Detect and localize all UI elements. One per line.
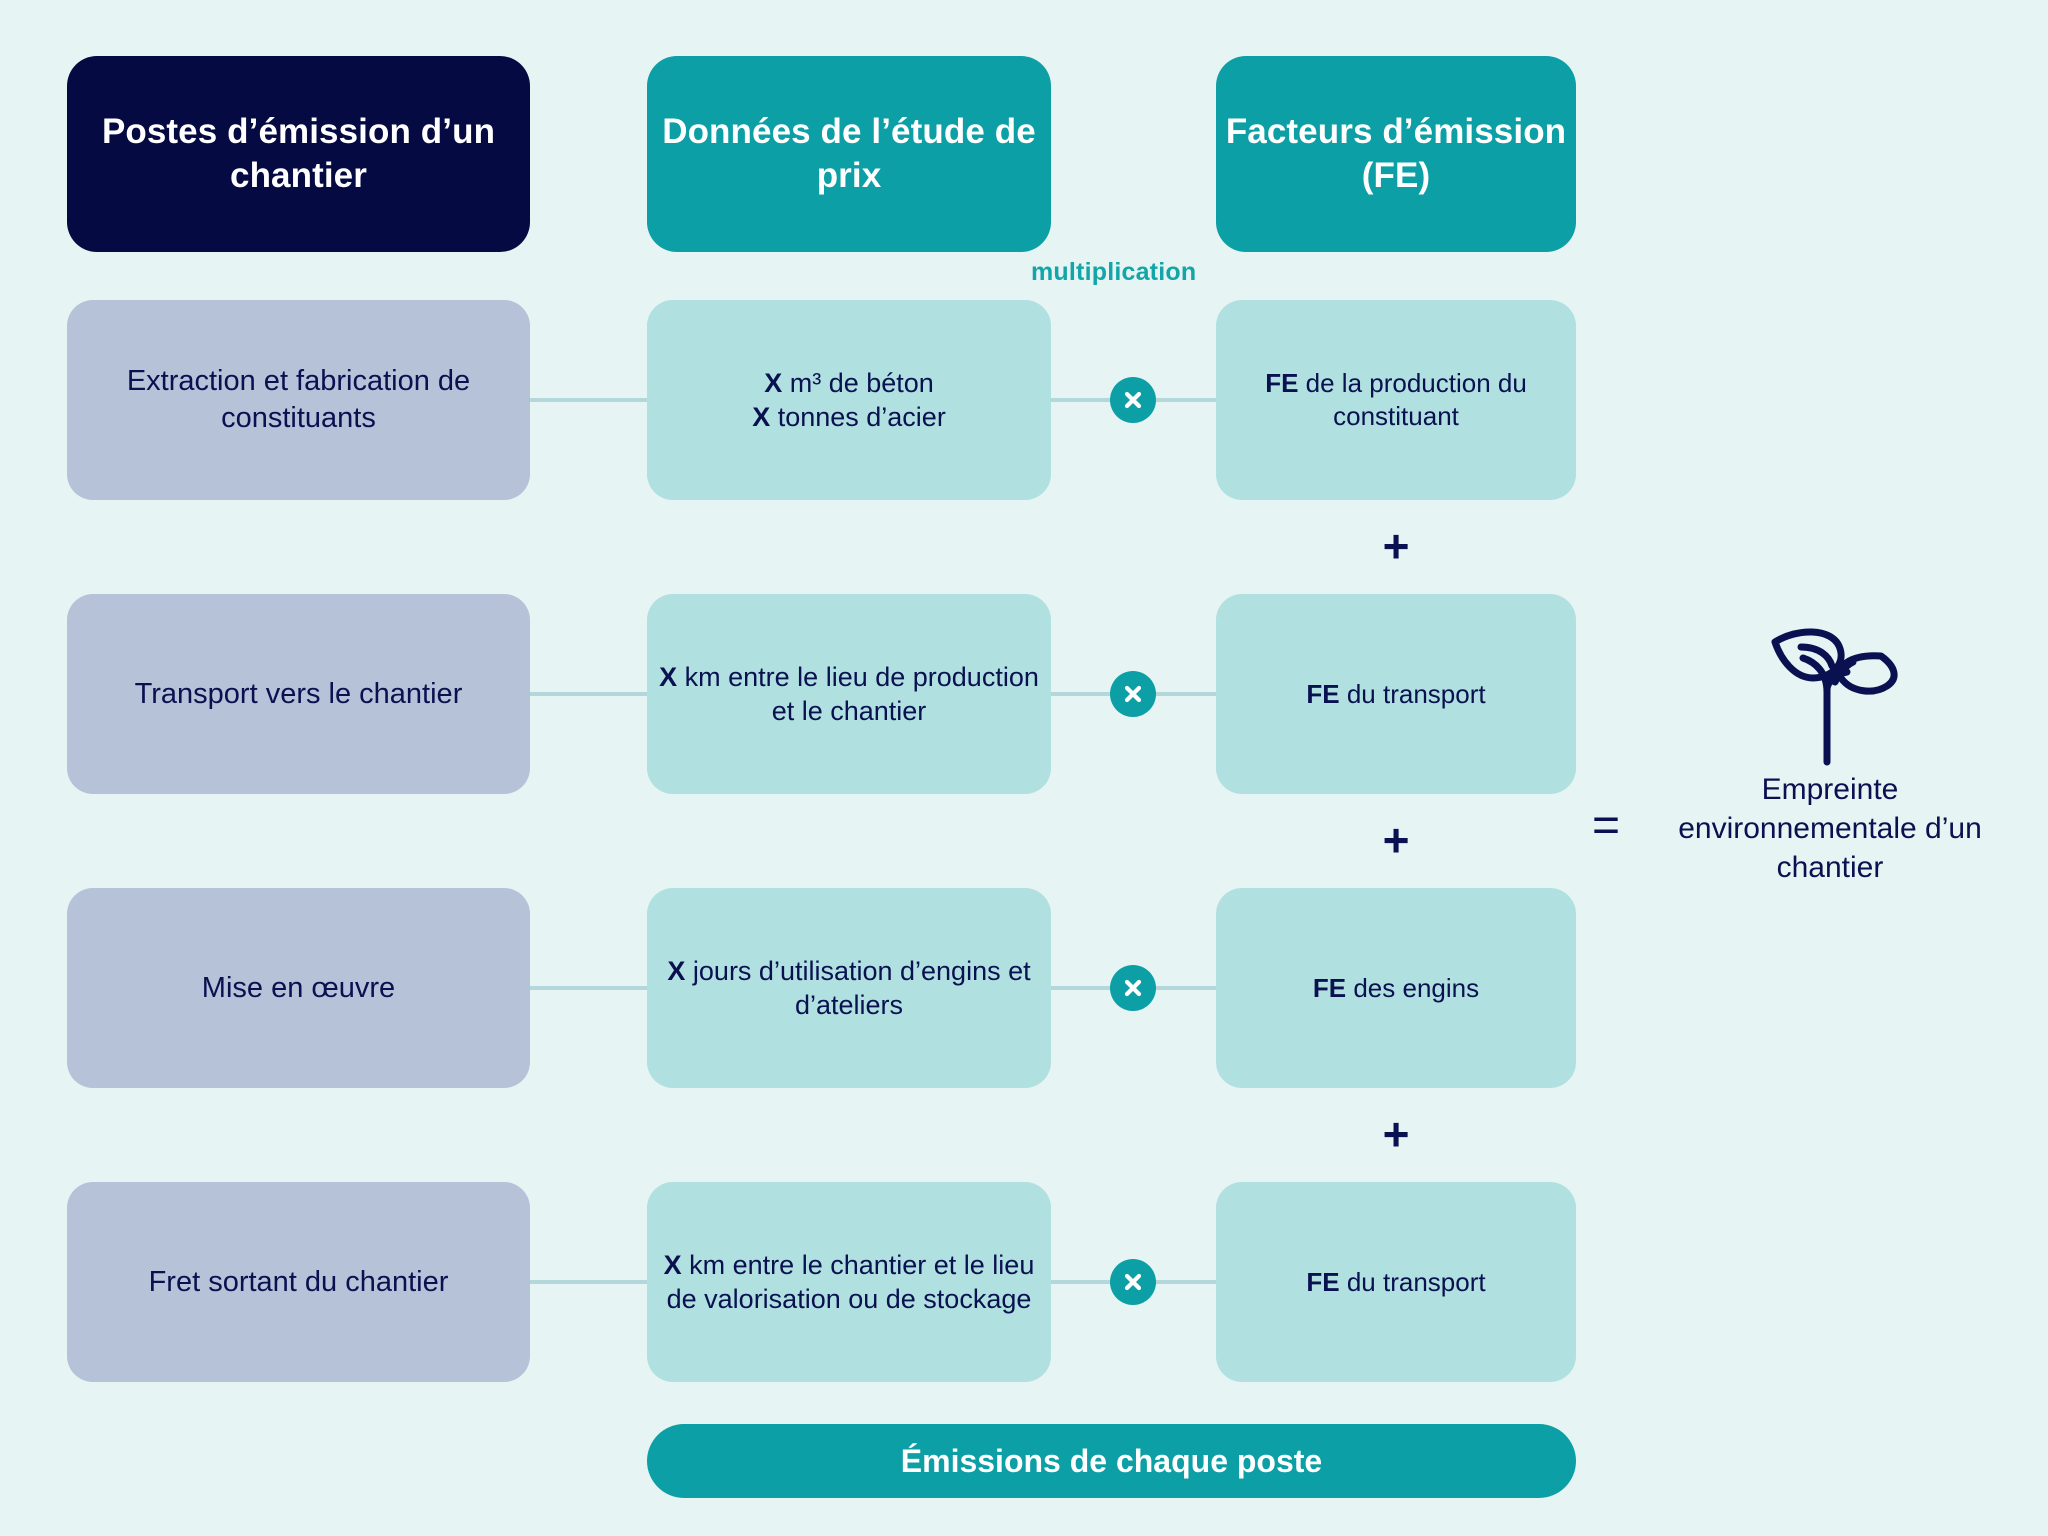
plus-sign-1: + [1382, 520, 1410, 572]
poste-box-row1: Extraction et fabrication de constituant… [67, 300, 530, 500]
donnee-text-row2: X km entre le lieu de production et le c… [647, 660, 1051, 728]
multiply-icon-row2 [1110, 671, 1156, 717]
fe-rest-row2: du transport [1339, 678, 1486, 709]
header-postes-emission: Postes d’émission d’un chantier [67, 56, 530, 252]
fe-text-row2: FE du transport [1306, 678, 1485, 711]
donnee-text-row3: X jours d’utilisation d’engins et d’atel… [647, 954, 1051, 1022]
emissions-total-label: Émissions de chaque poste [900, 1442, 1323, 1479]
donnee-rest-row3: jours d’utilisation d’engins et d’atelie… [685, 955, 1031, 1020]
fe-box-row1: FE de la production du constituant [1216, 300, 1576, 500]
header-donnees-etude-prix: Données de l’étude de prix [647, 56, 1051, 252]
plus-sign-2: + [1382, 814, 1410, 866]
poste-label-row4: Fret sortant du chantier [148, 1265, 449, 1298]
poste-box-row3: Mise en œuvre [67, 888, 530, 1088]
donnee-rest-row2: km entre le lieu de production et le cha… [677, 661, 1039, 726]
fe-box-row4: FE du transport [1216, 1182, 1576, 1382]
fe-text-row1: FE de la production du constituant [1216, 367, 1576, 433]
donnee-text-row1: X m³ de béton X tonnes d’acier [752, 366, 946, 434]
poste-label-row1: Extraction et fabrication de constituant… [126, 365, 471, 434]
fe-rest-row3: des engins [1346, 972, 1480, 1003]
donnee-rest-row4: km entre le chantier et le lieu de valor… [666, 1249, 1035, 1314]
donnee-box-row2: X km entre le lieu de production et le c… [647, 594, 1051, 794]
donnee-bold-row3: X [667, 955, 686, 986]
poste-box-row4: Fret sortant du chantier [67, 1182, 530, 1382]
donnee-bold-row4: X [663, 1249, 682, 1280]
donnee-bold-row1-l1: X [764, 367, 783, 398]
multiply-icon-row1 [1110, 377, 1156, 423]
donnee-text-row4: X km entre le chantier et le lieu de val… [647, 1248, 1051, 1316]
header-donnees-etude-prix-label: Données de l’étude de prix [662, 111, 1036, 195]
fe-bold-row4: FE [1306, 1266, 1340, 1297]
plus-sign-3: + [1382, 1108, 1410, 1160]
fe-rest-row1: de la production du constituant [1298, 368, 1527, 431]
fe-rest-row4: du transport [1339, 1266, 1486, 1297]
poste-label-row2: Transport vers le chantier [134, 677, 463, 710]
equals-sign: = [1592, 799, 1621, 852]
connector-line-row4-a [530, 1280, 647, 1284]
fe-text-row4: FE du transport [1306, 1266, 1485, 1299]
fe-box-row2: FE du transport [1216, 594, 1576, 794]
connector-line-row1-a [530, 398, 647, 402]
donnee-bold-row2: X [659, 661, 678, 692]
multiply-icon-row4 [1110, 1259, 1156, 1305]
fe-bold-row3: FE [1312, 972, 1347, 1003]
multiply-icon-row3 [1110, 965, 1156, 1011]
donnee-box-row1: X m³ de béton X tonnes d’acier [647, 300, 1051, 500]
header-facteurs-emission-label: Facteurs d’émission (FE) [1225, 111, 1567, 195]
donnee-bold-row1-l2: X [752, 402, 771, 432]
connector-line-row3-a [530, 986, 647, 990]
connector-line-row2-a [530, 692, 647, 696]
header-postes-emission-label: Postes d’émission d’un chantier [101, 111, 496, 195]
multiplication-annotation: multiplication [1031, 258, 1197, 286]
poste-label-row3: Mise en œuvre [201, 971, 396, 1004]
emissions-total-bar: Émissions de chaque poste [647, 1424, 1576, 1498]
donnee-box-row4: X km entre le chantier et le lieu de val… [647, 1182, 1051, 1382]
donnee-box-row3: X jours d’utilisation d’engins et d’atel… [647, 888, 1051, 1088]
result-label: Empreinte environnementale d’un chantier [1678, 773, 1982, 884]
donnee-rest-row1-l1: m³ de béton [782, 367, 934, 398]
fe-bold-row2: FE [1306, 678, 1340, 709]
fe-box-row3: FE des engins [1216, 888, 1576, 1088]
donnee-rest-row1-l2: tonnes d’acier [770, 402, 946, 432]
header-facteurs-emission: Facteurs d’émission (FE) [1216, 56, 1576, 252]
fe-text-row3: FE des engins [1313, 972, 1479, 1005]
sprout-leaf-icon [1735, 620, 1915, 770]
poste-box-row2: Transport vers le chantier [67, 594, 530, 794]
fe-bold-row1: FE [1265, 368, 1299, 399]
